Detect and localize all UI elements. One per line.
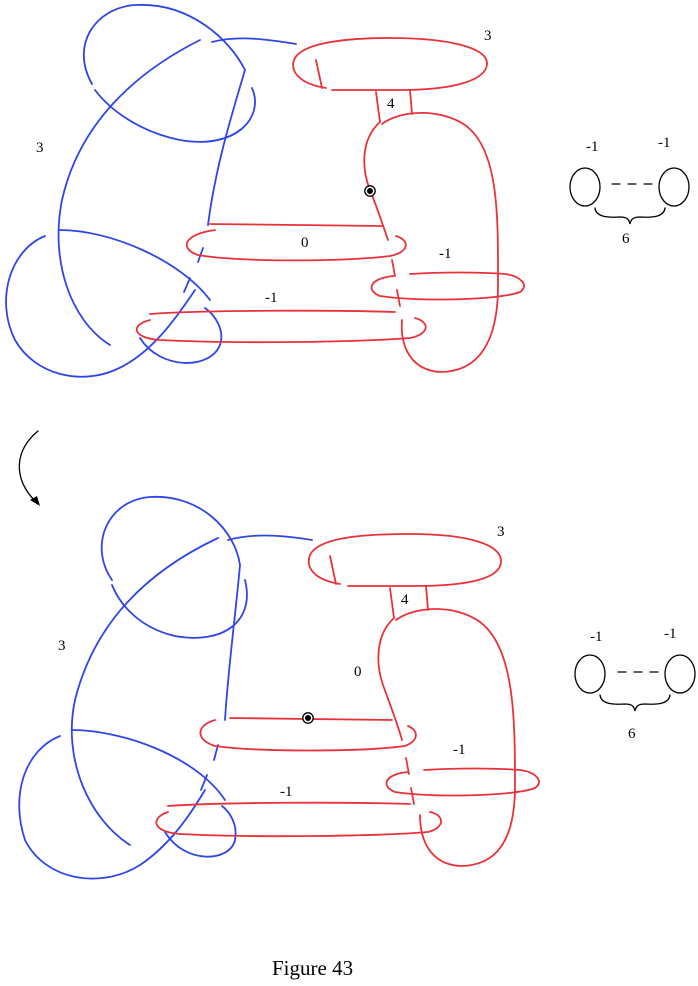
top-right-ring-framing-label: -1 xyxy=(439,246,452,262)
bottom-top-ring-framing-label: 3 xyxy=(497,524,505,540)
top-dot-marker-inner xyxy=(367,188,373,194)
bottom-chain-left-label: -1 xyxy=(590,629,603,645)
top-unknot-chain: -1 -1 6 xyxy=(569,135,690,247)
top-top-ring-framing-label: 3 xyxy=(484,28,492,44)
top-blue-strand-upper-loop xyxy=(82,4,246,85)
top-red-bottom-ring xyxy=(136,317,427,344)
bottom-blue-strand-dash-2 xyxy=(200,774,208,791)
top-chain-brace xyxy=(594,207,666,225)
top-middle-ring-framing-label: 0 xyxy=(301,235,309,251)
top-red-right-ring xyxy=(370,271,525,301)
bottom-blue-strand-top-right xyxy=(227,534,313,541)
top-chain-right-label: -1 xyxy=(658,135,671,151)
top-blue-knot xyxy=(5,4,297,378)
top-blue-strand-top-right xyxy=(211,37,297,45)
bottom-red-bottom-ring-top xyxy=(167,801,411,807)
bottom-red-bottom-ring xyxy=(155,811,442,838)
top-chain-count-label: 6 xyxy=(622,231,630,247)
bottom-blue-strand-dash-1 xyxy=(213,744,219,761)
transition-arrow xyxy=(18,430,40,506)
arrow-curve xyxy=(18,430,39,503)
top-chain-right-circle xyxy=(658,167,690,207)
bottom-red-top-ring-under xyxy=(329,555,337,585)
top-blue-strand-lower-left-loop xyxy=(5,235,196,378)
bottom-red-band-outer xyxy=(395,608,516,867)
top-red-top-ring xyxy=(292,37,488,91)
figure-caption: Figure 43 xyxy=(272,956,353,980)
top-chain-left-label: -1 xyxy=(586,139,599,155)
bottom-red-band-right xyxy=(425,585,429,611)
bottom-red-band-dash-2 xyxy=(410,787,415,805)
bottom-chain-right-circle xyxy=(664,654,696,694)
top-red-band-outer xyxy=(381,111,499,373)
bottom-red-top-ring xyxy=(307,533,502,587)
bottom-blue-strand-lower-left-loop xyxy=(18,735,206,880)
bottom-bottom-ring-framing-label: -1 xyxy=(280,784,293,800)
bottom-chain-right-label: -1 xyxy=(664,626,677,642)
bottom-middle-ring-framing-label: 0 xyxy=(354,664,362,680)
bottom-blue-strand-lower-crossing xyxy=(71,729,226,801)
top-red-top-ring-under xyxy=(315,59,323,89)
top-red-band-left xyxy=(375,91,381,123)
bottom-chain-count-label: 6 xyxy=(628,726,636,742)
bottom-red-band-left xyxy=(389,587,395,619)
top-blue-strand-right-arc xyxy=(94,87,256,143)
bottom-unknot-chain: -1 -1 6 xyxy=(574,626,696,742)
bottom-red-middle-ring xyxy=(199,719,417,752)
top-red-band-right xyxy=(409,89,413,115)
bottom-blue-strand-right-arc xyxy=(111,579,248,639)
bottom-diagram: 3 3 4 0 -1 -1 -1 -1 6 xyxy=(18,496,696,880)
top-diagram: 3 3 4 0 -1 -1 -1 -1 6 xyxy=(5,4,690,378)
bottom-blue-strand-bottom-lobe xyxy=(164,805,237,858)
bottom-dot-marker-inner xyxy=(305,715,311,721)
bottom-blue-strand-upper-loop xyxy=(100,496,241,581)
bottom-blue-knot xyxy=(18,496,313,880)
top-red-bottom-ring-top xyxy=(149,309,396,315)
bottom-right-ring-framing-label: -1 xyxy=(453,742,466,758)
bottom-red-right-ring xyxy=(385,767,540,797)
top-blue-strand-dash-2 xyxy=(183,277,191,293)
top-blue-framing-label: 3 xyxy=(36,140,44,156)
top-red-band-body xyxy=(363,121,389,241)
bottom-red-band-body xyxy=(377,617,403,741)
top-blue-strand-big-arc xyxy=(57,39,201,346)
top-band-twist-label: 4 xyxy=(387,96,395,112)
top-blue-strand-bottom-lobe xyxy=(139,307,223,364)
top-blue-strand-lower-crossing xyxy=(59,229,211,301)
top-bottom-ring-framing-label: -1 xyxy=(265,290,278,306)
arrow-head xyxy=(30,496,40,506)
top-red-middle-ring-top xyxy=(209,223,383,227)
top-blue-strand-descending xyxy=(207,69,246,226)
bottom-band-twist-label: 4 xyxy=(401,592,409,608)
top-chain-left-circle xyxy=(569,167,601,207)
bottom-blue-strand-descending xyxy=(224,564,241,721)
top-red-band-dash-1 xyxy=(391,259,396,277)
bottom-chain-brace xyxy=(599,694,671,712)
bottom-blue-framing-label: 3 xyxy=(58,638,66,654)
bottom-chain-left-circle xyxy=(574,654,606,694)
bottom-blue-strand-big-arc xyxy=(70,537,219,846)
top-red-middle-ring xyxy=(185,229,407,262)
